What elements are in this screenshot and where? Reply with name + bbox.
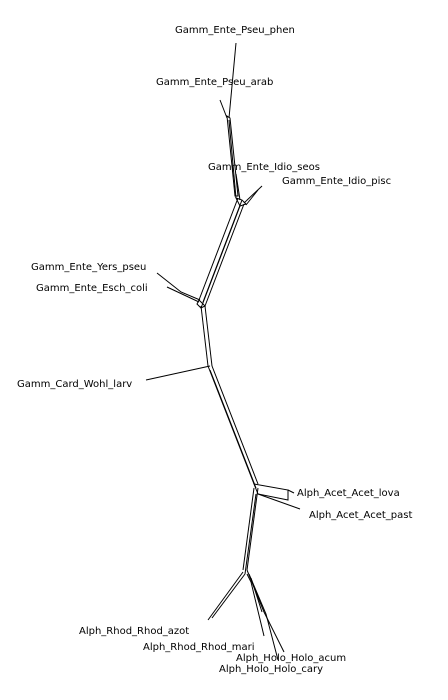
taxon-label-rhod-mari: Alph_Rhod_Rhod_mari bbox=[143, 642, 255, 653]
edge-holo-3 bbox=[250, 577, 263, 613]
taxon-label-idio-seos: Gamm_Ente_Idio_seos bbox=[208, 162, 320, 173]
edge-yers-pseu bbox=[156, 272, 201, 301]
taxon-label-acet-past: Alph_Acet_Acet_past bbox=[309, 510, 412, 521]
edge-mid-2 bbox=[204, 305, 213, 367]
edge-wohl-larv bbox=[145, 365, 211, 381]
edge-rhod-azot-b bbox=[211, 573, 246, 619]
edge-holo-2 bbox=[248, 573, 279, 661]
edge-pseu-arab bbox=[219, 99, 228, 119]
taxon-label-acet-lova: Alph_Acet_Acet_lova bbox=[297, 488, 400, 499]
edge-acet-lova bbox=[287, 489, 295, 494]
edge-low-3 bbox=[244, 493, 257, 575]
taxon-label-rhod-azot: Alph_Rhod_Rhod_azot bbox=[79, 626, 189, 637]
edge-idio-seos bbox=[235, 173, 241, 201]
edge-pseu-phen bbox=[228, 42, 237, 119]
edge-acet-box bbox=[253, 483, 289, 501]
taxon-label-esch-coli: Gamm_Ente_Esch_coli bbox=[36, 283, 148, 294]
edge-ente-split-3 bbox=[204, 203, 245, 307]
edge-ente-split-1 bbox=[198, 197, 239, 301]
edge-pseu-box bbox=[226, 114, 239, 197]
edge-diag-3 bbox=[209, 369, 257, 489]
taxon-labels: Gamm_Ente_Pseu_phen Gamm_Ente_Pseu_arab … bbox=[17, 25, 412, 675]
taxon-label-pseu-phen: Gamm_Ente_Pseu_phen bbox=[175, 25, 295, 36]
edge-acet-past bbox=[257, 493, 301, 510]
taxon-label-wohl-larv: Gamm_Card_Wohl_larv bbox=[17, 379, 132, 390]
edge-idio-pisc bbox=[243, 185, 263, 204]
taxon-label-pseu-arab: Gamm_Ente_Pseu_arab bbox=[156, 77, 273, 88]
taxon-label-yers-pseu: Gamm_Ente_Yers_pseu bbox=[31, 262, 146, 273]
edge-esch-coli bbox=[166, 286, 200, 303]
edge-low-2 bbox=[246, 487, 259, 571]
edge-low-1 bbox=[242, 487, 255, 571]
edge-diag-2 bbox=[211, 365, 259, 485]
taxon-label-holo-acum: Alph_Holo_Holo_acum bbox=[236, 653, 346, 664]
edge-idio-pisc-b bbox=[245, 189, 259, 206]
edge-rhod-mari bbox=[246, 573, 265, 637]
edge-rhod-azot bbox=[207, 571, 244, 621]
edge-mid-1 bbox=[200, 305, 209, 367]
edge-ente-split-4 bbox=[200, 205, 241, 309]
taxon-label-holo-cary: Alph_Holo_Holo_cary bbox=[219, 664, 323, 675]
edge-idio-box bbox=[235, 197, 247, 207]
network-edges bbox=[145, 42, 301, 661]
taxon-label-idio-pisc: Gamm_Ente_Idio_pisc bbox=[282, 176, 391, 187]
edge-pseu-box-inner bbox=[228, 119, 237, 199]
